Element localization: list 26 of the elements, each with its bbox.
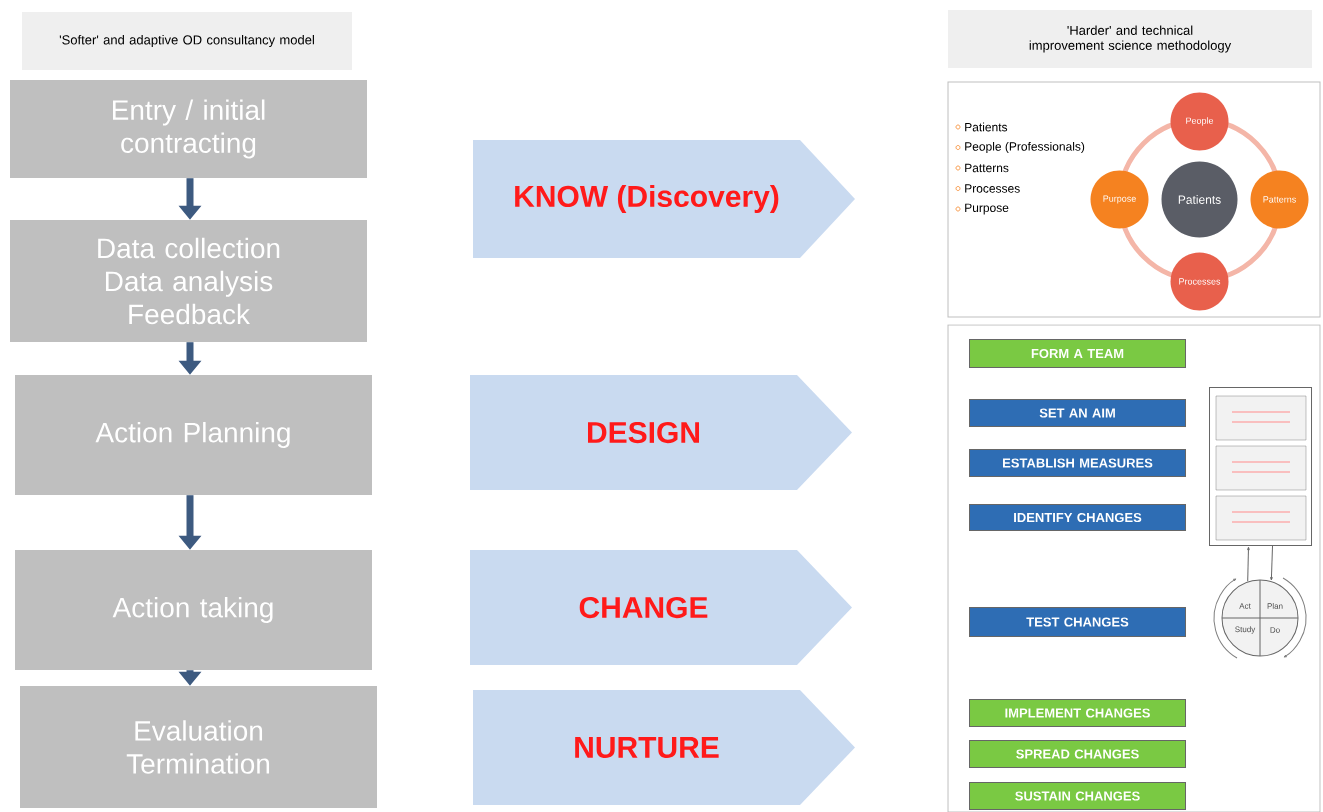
heading-box: 'Softer' and adaptive OD consultancy model: [22, 12, 352, 70]
bullet-item: Processes: [955, 184, 1020, 193]
panel: [947, 81, 1321, 318]
step-bar: SUSTAIN CHANGES: [969, 782, 1186, 810]
bullet-item: Patients: [955, 122, 1008, 132]
bullet-item: Purpose: [955, 203, 1009, 215]
panel: [947, 324, 1321, 812]
process-box: Entry / initial contracting: [10, 80, 367, 178]
step-bar: TEST CHANGES: [969, 607, 1186, 637]
bullet-item: Patterns: [955, 163, 1009, 173]
step-bar: ESTABLISH MEASURES: [969, 449, 1186, 477]
step-bar: IDENTIFY CHANGES: [969, 504, 1186, 531]
process-box: Action Planning: [15, 375, 372, 495]
arrow: [1270, 545, 1273, 581]
question-frame-drawing: [1209, 387, 1312, 546]
pdsa-cycle: Act Plan Study Do: [1213, 577, 1307, 659]
process-box: Evaluation Termination: [20, 686, 377, 808]
heading-box: 'Harder' and technical improvement science methodology: [948, 10, 1312, 68]
process-box: Data collection Data analysis Feedback: [10, 220, 367, 342]
arrow: [1247, 546, 1250, 582]
step-bar: FORM A TEAM: [969, 339, 1186, 368]
bullet-item: People (Professionals): [955, 141, 1085, 154]
step-bar: SET AN AIM: [969, 399, 1186, 427]
step-bar: IMPLEMENT CHANGES: [969, 699, 1186, 727]
step-bar: SPREAD CHANGES: [969, 740, 1186, 768]
process-box: Action taking: [15, 550, 372, 670]
